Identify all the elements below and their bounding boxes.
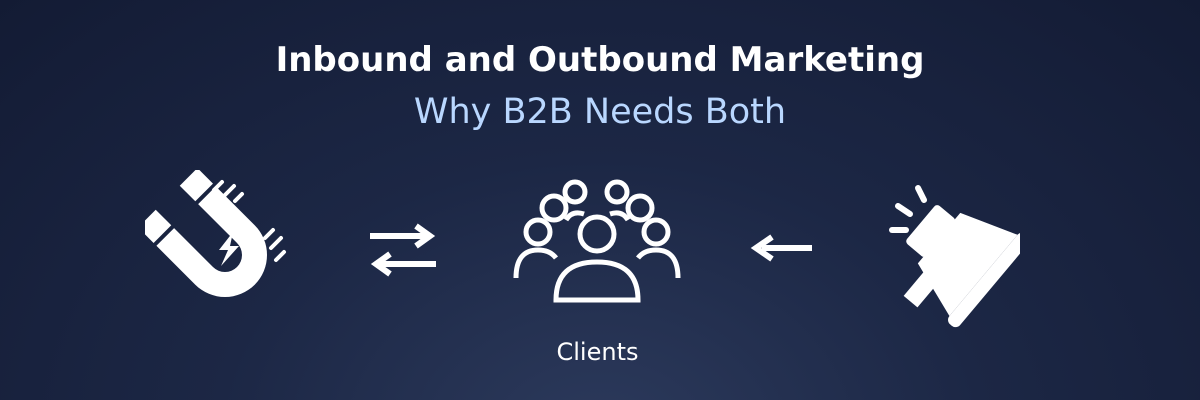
people-group-icon xyxy=(513,179,681,303)
clients-label: Clients xyxy=(556,338,639,366)
swap-arrows-icon xyxy=(370,223,436,277)
arrow-left-icon xyxy=(750,234,812,262)
page-title: Inbound and Outbound Marketing xyxy=(275,40,925,80)
magnet-icon xyxy=(145,170,286,297)
megaphone-icon xyxy=(889,185,1020,328)
page-subtitle: Why B2B Needs Both xyxy=(413,92,787,132)
